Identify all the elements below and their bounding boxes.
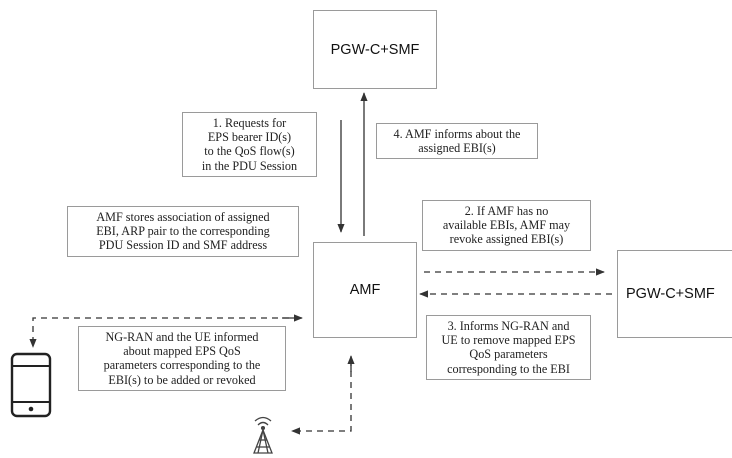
note-step2-revoke-ebi: 2. If AMF has no available EBIs, AMF may… <box>422 200 591 251</box>
note-ngran-ue-informed: NG-RAN and the UE informed about mapped … <box>78 326 286 391</box>
note-step3-informs-ngran: 3. Informs NG-RAN and UE to remove mappe… <box>426 315 591 380</box>
amf-node: AMF <box>313 242 417 338</box>
note-step4-amf-informs: 4. AMF informs about the assigned EBI(s) <box>376 123 538 160</box>
cell-tower-icon <box>253 416 273 454</box>
amf-label: AMF <box>349 282 381 298</box>
pgw-smf-top-label: PGW-C+SMF <box>330 41 420 58</box>
pgw-smf-right-label: PGW-C+SMF <box>626 286 715 302</box>
arrow-amf-to-ran <box>291 360 352 435</box>
pgw-smf-right-node: PGW-C+SMF <box>617 250 732 338</box>
smartphone-icon <box>10 352 52 418</box>
pgw-smf-top-node: PGW-C+SMF <box>313 10 437 89</box>
note-amf-stores-association: AMF stores association of assigned EBI, … <box>67 206 299 257</box>
note-step1-request-ebi: 1. Requests for EPS bearer ID(s) to the … <box>182 112 317 177</box>
arrow-amf-to-ue <box>29 317 300 348</box>
